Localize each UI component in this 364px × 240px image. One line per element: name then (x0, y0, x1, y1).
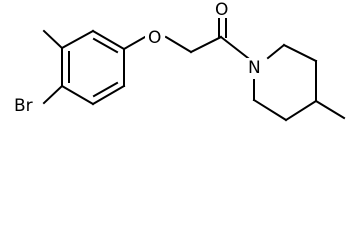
nitrogen-mask (246, 58, 266, 78)
ether-oxygen-label: O (148, 28, 161, 48)
bromine-bond (42, 84, 64, 105)
ring-double-bond-lower-right (92, 81, 119, 98)
ring-bond-c2-c3 (91, 29, 126, 51)
aryl-oxygen-bond (122, 35, 147, 51)
ring-bond-c4-c5 (91, 84, 126, 106)
ether-oxygen-mask (145, 28, 165, 48)
ring-bond-c5-c6 (60, 84, 95, 106)
carbonyl-nitrogen-bond (219, 35, 250, 60)
ring-double-bond-top (92, 37, 119, 54)
molecule-diagram: O O N Br (12, 0, 346, 122)
bromine-label: Br (14, 96, 33, 116)
oxygen-methylene-bond (164, 35, 193, 54)
carbonyl-oxygen-mask (212, 0, 232, 18)
carbonyl-oxygen-label: O (215, 0, 228, 20)
bond-layer (42, 14, 346, 122)
bromine-mask (12, 96, 40, 116)
methylene-carbonyl-bond (189, 35, 223, 54)
ring-bond-c1-c2 (60, 29, 95, 50)
piperidine-bond-c4-c5 (284, 99, 318, 122)
atom-label-layer: O O N Br (12, 0, 266, 116)
piperidine-methyl-bond (314, 99, 346, 120)
ring-methyl-bond (42, 29, 64, 50)
structure-svg: O O N Br (12, 0, 346, 122)
piperidine-bond-n-c2 (266, 43, 286, 60)
piperidine-bond-c5-c6 (252, 98, 288, 122)
nitrogen-label: N (248, 58, 261, 78)
piperidine-bond-c2-c3 (282, 43, 318, 63)
